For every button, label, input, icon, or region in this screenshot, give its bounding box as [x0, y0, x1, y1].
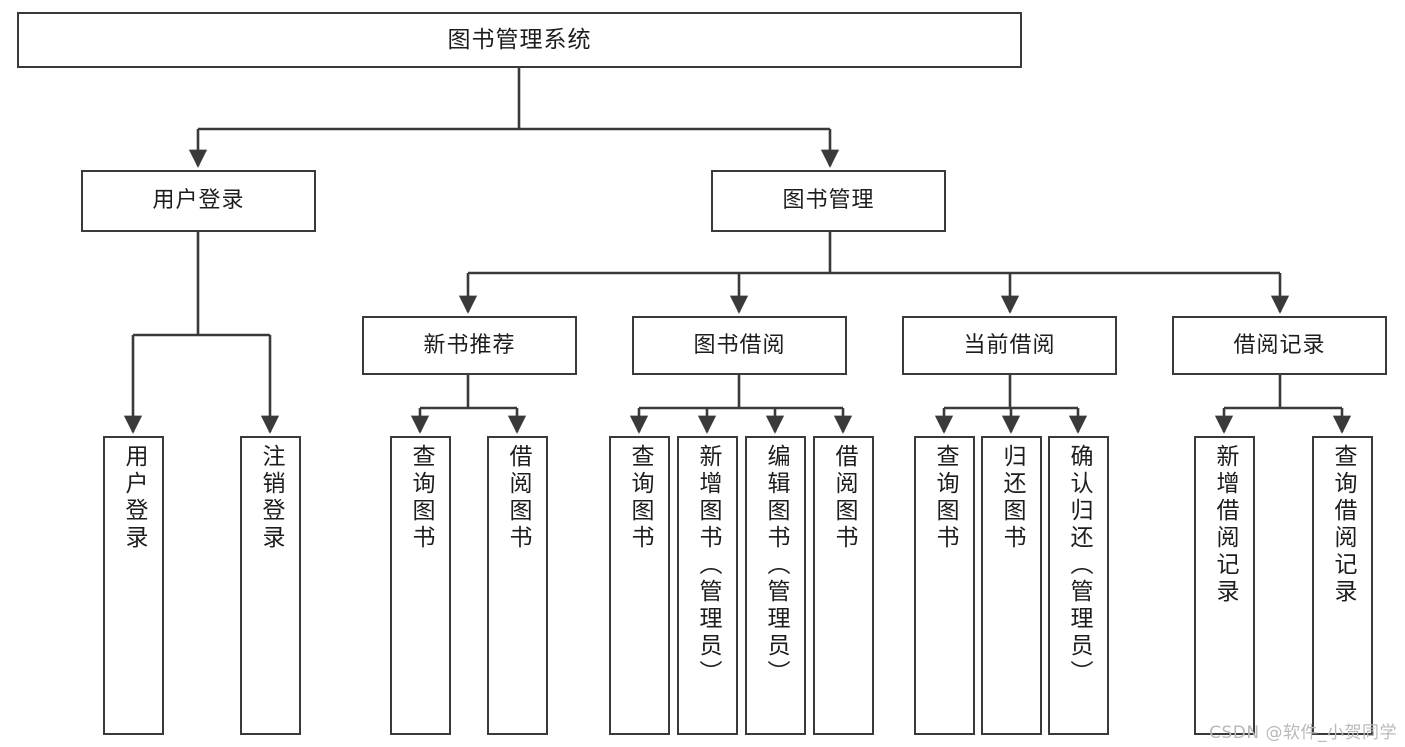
node-label: 确认归还（管理员） — [1066, 444, 1092, 687]
node-label: 新书推荐 — [423, 332, 516, 358]
leaf-current-borrow-confirm-return-admin[interactable]: 确认归还（管理员） — [1048, 436, 1109, 735]
node-label: 图书管理系统 — [447, 26, 592, 53]
node-label: 用户登录 — [152, 188, 245, 214]
node-user-login[interactable]: 用户登录 — [81, 170, 316, 232]
node-label: 新增借阅记录 — [1212, 444, 1238, 606]
node-label: 新增图书（管理员） — [695, 444, 721, 687]
leaf-book-borrow-borrow-book[interactable]: 借阅图书 — [813, 436, 874, 735]
node-label: 图书借阅 — [693, 332, 786, 358]
node-label: 注销登录 — [258, 444, 284, 552]
node-label: 查询借阅记录 — [1330, 444, 1356, 606]
leaf-borrow-records-add-record[interactable]: 新增借阅记录 — [1194, 436, 1255, 735]
leaf-current-borrow-return-book[interactable]: 归还图书 — [981, 436, 1042, 735]
node-label: 查询图书 — [408, 444, 434, 552]
leaf-new-book-borrow-book[interactable]: 借阅图书 — [487, 436, 548, 735]
watermark: CSDN @软件_小贺同学 — [1209, 723, 1397, 743]
leaf-current-borrow-query-book[interactable]: 查询图书 — [914, 436, 975, 735]
node-book-management[interactable]: 图书管理 — [711, 170, 946, 232]
leaf-borrow-records-query-record[interactable]: 查询借阅记录 — [1312, 436, 1373, 735]
node-label: 用户登录 — [121, 444, 147, 552]
node-label: 查询图书 — [932, 444, 958, 552]
node-label: 借阅图书 — [505, 444, 531, 552]
node-label: 归还图书 — [999, 444, 1025, 552]
node-label: 借阅图书 — [831, 444, 857, 552]
node-label: 编辑图书（管理员） — [763, 444, 789, 687]
leaf-book-borrow-add-book-admin[interactable]: 新增图书（管理员） — [677, 436, 738, 735]
node-new-book-recommend[interactable]: 新书推荐 — [362, 316, 577, 375]
node-borrow-records[interactable]: 借阅记录 — [1172, 316, 1387, 375]
node-label: 当前借阅 — [963, 332, 1056, 358]
node-label: 图书管理 — [782, 188, 875, 214]
leaf-new-book-query-book[interactable]: 查询图书 — [390, 436, 451, 735]
leaf-book-borrow-edit-book-admin[interactable]: 编辑图书（管理员） — [745, 436, 806, 735]
node-label: 查询图书 — [627, 444, 653, 552]
leaf-book-borrow-query-book[interactable]: 查询图书 — [609, 436, 670, 735]
leaf-user-login-logout[interactable]: 注销登录 — [240, 436, 301, 735]
leaf-user-login-login[interactable]: 用户登录 — [103, 436, 164, 735]
node-book-borrow[interactable]: 图书借阅 — [632, 316, 847, 375]
node-root-book-management-system[interactable]: 图书管理系统 — [17, 12, 1022, 68]
node-label: 借阅记录 — [1233, 332, 1326, 358]
node-current-borrow[interactable]: 当前借阅 — [902, 316, 1117, 375]
